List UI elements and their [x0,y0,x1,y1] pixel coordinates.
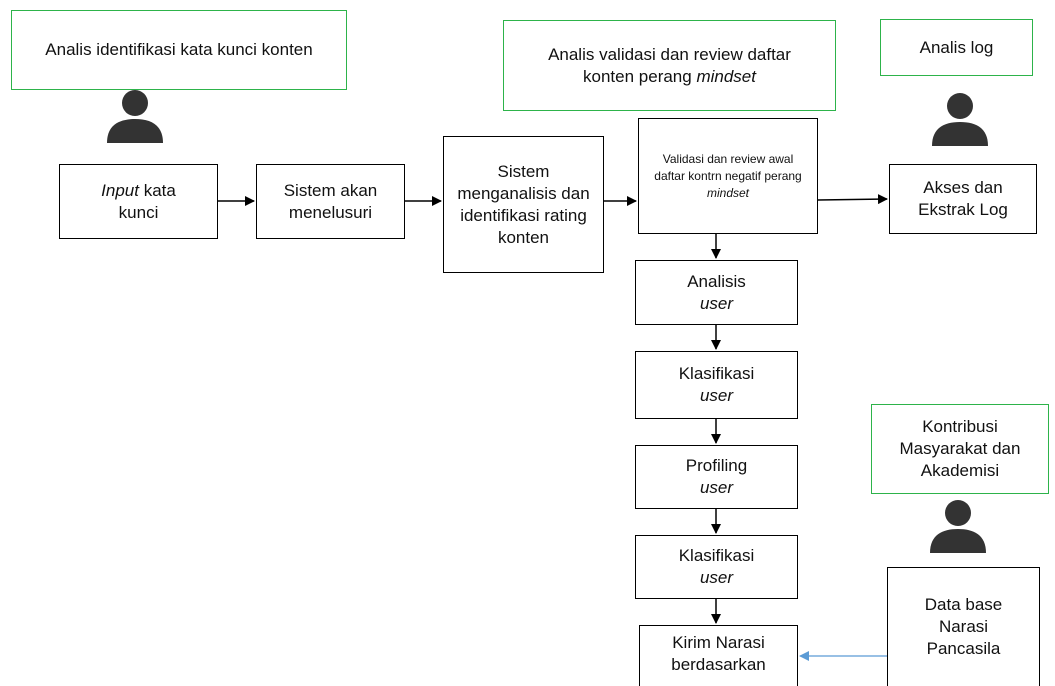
process-log-access: Akses dan Ekstrak Log [889,164,1037,234]
process-profiling: Profiling user [635,445,798,509]
process-profiling-line2: user [699,478,734,497]
role-validation-analyst: Analis validasi dan review daftar konten… [503,20,836,111]
process-send-narrative: Kirim Narasi berdasarkan [639,625,798,686]
process-user-analysis-line1: Analisis [687,271,746,291]
role-keyword-analyst: Analis identifikasi kata kunci konten [11,10,347,90]
role-log-analyst-label: Analis log [919,37,994,57]
process-user-classification-1-line2: user [699,386,734,405]
role-community-label: Kontribusi Masyarakat dan Akademisi [899,417,1021,480]
process-user-analysis: Analisis user [635,260,798,325]
process-search-label: Sistem akan menelusuri [283,180,378,222]
process-user-classification-1: Klasifikasi user [635,351,798,419]
person-icon [932,93,988,146]
role-validation-analyst-label: Analis validasi dan review daftar konten… [548,44,791,86]
process-database-label: Data base Narasi Pancasila [924,595,1003,658]
process-input-keyword-label: Input kata kunci [101,180,176,222]
person-icon [107,90,163,143]
role-community: Kontribusi Masyarakat dan Akademisi [871,404,1049,494]
process-user-classification-2-line2: user [699,568,734,587]
process-user-classification-2-line1: Klasifikasi [678,546,755,565]
process-user-analysis-line2: user [699,293,734,313]
process-log-access-label: Akses dan Ekstrak Log [918,178,1008,219]
arrow-validate-to-log [817,194,888,205]
process-send-narrative-label: Kirim Narasi berdasarkan [671,633,766,674]
person-icon [930,500,986,553]
role-log-analyst: Analis log [880,19,1033,76]
process-database: Data base Narasi Pancasila [887,567,1040,686]
process-analyze: Sistem menganalisis dan identifikasi rat… [443,136,604,273]
role-keyword-analyst-label: Analis identifikasi kata kunci konten [45,40,313,59]
process-search: Sistem akan menelusuri [256,164,405,239]
process-validate: Validasi dan review awal daftar kontrn n… [638,118,818,234]
process-profiling-line1: Profiling [685,456,748,475]
process-user-classification-1-line1: Klasifikasi [678,364,755,383]
process-analyze-label: Sistem menganalisis dan identifikasi rat… [457,161,590,247]
process-validate-label: Validasi dan review awal daftar kontrn n… [654,151,802,200]
process-user-classification-2: Klasifikasi user [635,535,798,599]
process-input-keyword: Input kata kunci [59,164,218,239]
